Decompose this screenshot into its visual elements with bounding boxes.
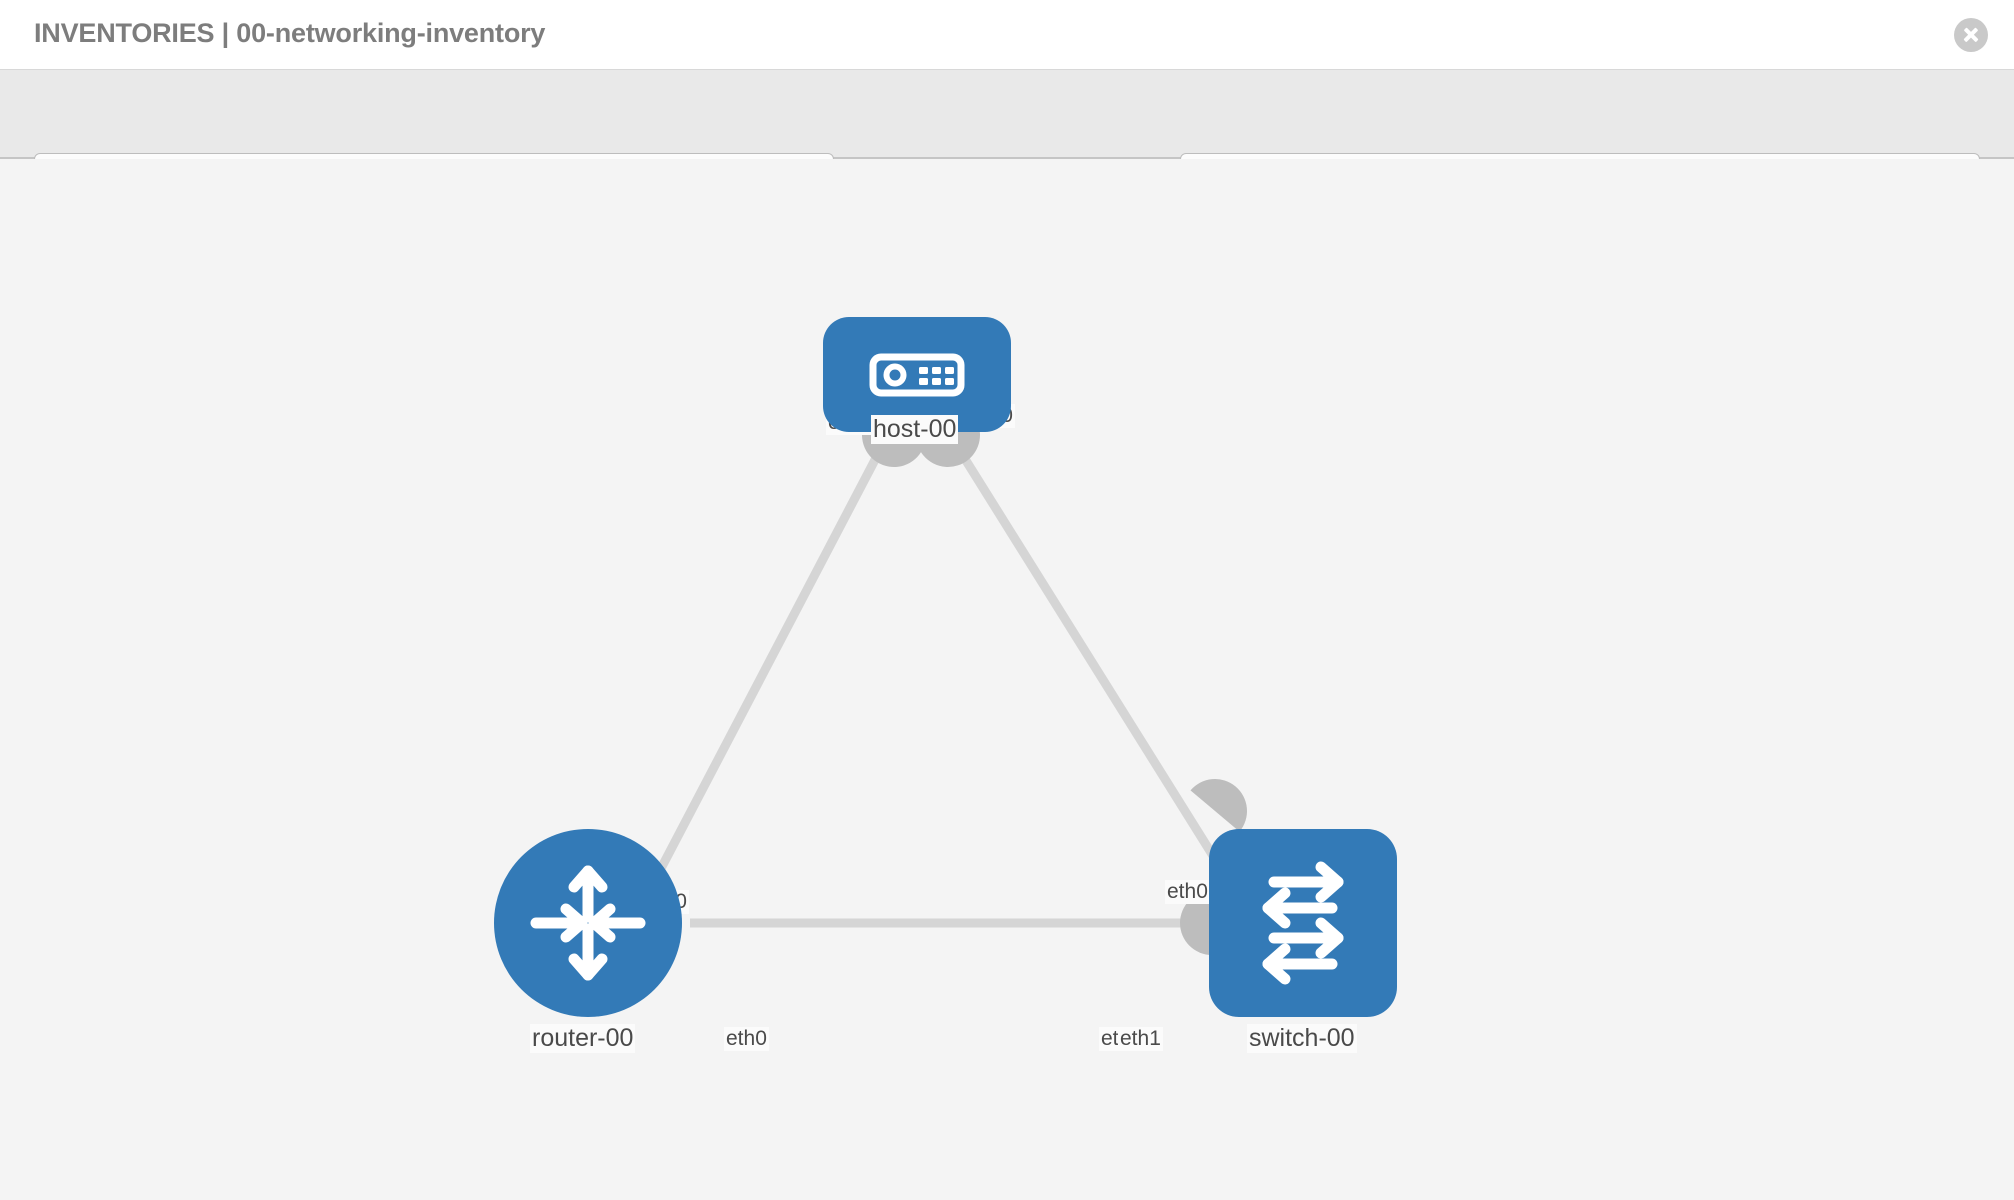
edge-host-router <box>641 432 892 902</box>
switch-node-shape <box>1209 829 1397 1017</box>
switch-node-label: switch-00 <box>1247 1024 1357 1053</box>
toolbar: ACTIONS SEARCH <box>0 70 2014 210</box>
host-node-label: host-00 <box>871 415 959 444</box>
port-host-right <box>917 425 980 467</box>
page-header: INVENTORIES | 00-networking-inventory <box>0 0 2014 70</box>
iface-label-router-right: eth0 <box>724 1027 769 1051</box>
router-node-shape <box>494 829 682 1017</box>
close-icon[interactable] <box>1954 18 1988 52</box>
port-switch-left-top <box>1190 779 1247 832</box>
edge-host-switch <box>946 432 1244 902</box>
topology-canvas[interactable]: eth0 eth0 eth0 eth0 eth0 eth eth1 <box>0 159 2014 1200</box>
topology-node-router[interactable]: router-00 <box>494 829 682 1053</box>
host-node-shape <box>823 317 1011 432</box>
iface-label-switch-up: eth0 <box>1165 880 1210 904</box>
switch-arrows-icon <box>1262 861 1344 985</box>
topology-node-switch[interactable]: switch-00 <box>1209 829 1397 1053</box>
iface-label-switch-left-b: eth1 <box>1118 1027 1163 1051</box>
port-switch-left-mid <box>1180 891 1212 955</box>
router-node-label: router-00 <box>530 1024 636 1053</box>
topology-graph <box>641 425 1247 955</box>
router-arrows-icon <box>530 865 646 981</box>
server-icon <box>869 353 965 396</box>
topology-node-host[interactable]: host-00 <box>823 317 1011 444</box>
page-title: INVENTORIES | 00-networking-inventory <box>34 18 546 48</box>
